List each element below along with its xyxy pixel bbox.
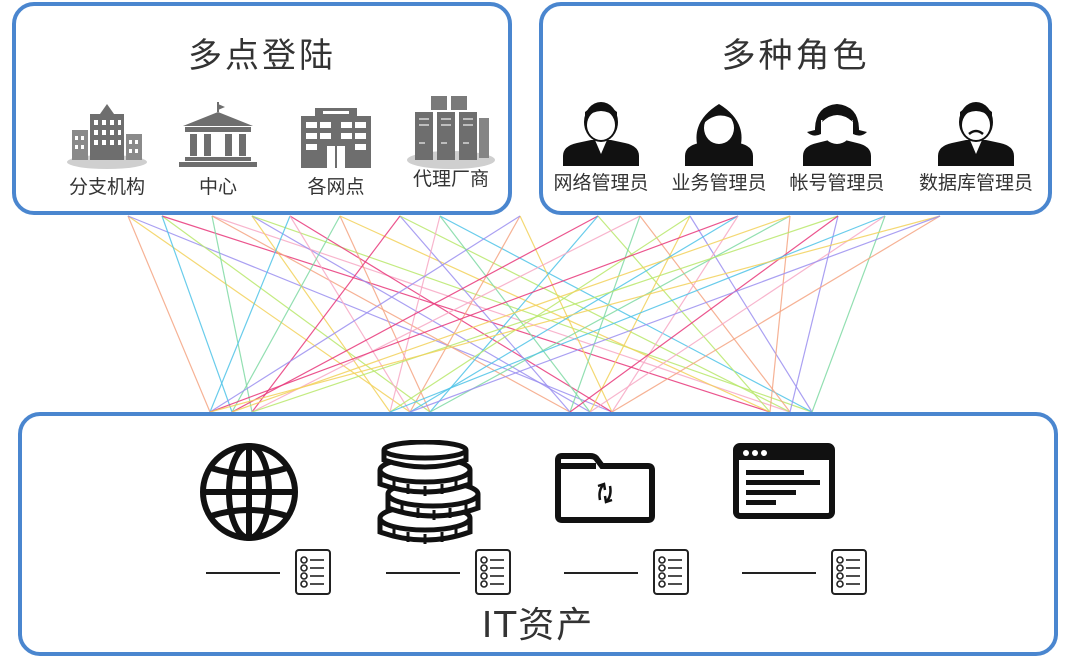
asset-underline	[564, 572, 638, 574]
office-buildings-icon	[67, 104, 147, 169]
terminal-window-icon	[733, 443, 835, 519]
connection-line	[161, 215, 771, 413]
login-item-center: 中心	[153, 100, 283, 199]
database-stack-icon	[377, 440, 481, 544]
connection-line	[409, 215, 941, 413]
connection-line	[389, 215, 691, 413]
connection-line	[339, 215, 431, 413]
connection-line	[231, 215, 791, 413]
connection-line	[161, 215, 233, 413]
login-item-label: 各网点	[307, 176, 365, 198]
asset-application	[730, 440, 890, 595]
connection-line	[211, 215, 571, 413]
connection-line	[409, 215, 739, 413]
shared-folder-icon	[555, 453, 655, 523]
connection-line	[209, 215, 291, 413]
connection-line	[127, 215, 613, 413]
asset-underline	[742, 572, 816, 574]
connection-line	[611, 215, 941, 413]
connection-line	[569, 215, 641, 413]
connection-line	[399, 215, 571, 413]
multi-login-title: 多点登陆	[188, 36, 336, 76]
role-item-network-admin: 网络管理员	[536, 100, 666, 195]
connection-line	[439, 215, 591, 413]
multi-roles-panel: 多种角色 网络管理员 业务管理员 帐号管理员	[539, 2, 1052, 215]
connection-line	[399, 215, 791, 413]
connection-line	[409, 215, 521, 413]
connection-line	[439, 215, 813, 413]
connection-line	[429, 215, 599, 413]
connection-line	[639, 215, 791, 413]
connection-line	[569, 215, 839, 413]
role-item-label: 业务管理员	[671, 172, 767, 194]
checklist-icon	[475, 549, 511, 595]
connection-line	[289, 215, 613, 413]
connection-line	[211, 215, 253, 413]
connection-line	[251, 215, 641, 413]
connection-line	[689, 215, 813, 413]
connection-line	[251, 215, 813, 413]
connection-line	[127, 215, 211, 413]
login-item-label: 分支机构	[68, 176, 145, 198]
multi-roles-title: 多种角色	[721, 36, 870, 76]
server-rack-icon	[407, 96, 495, 169]
connection-line	[251, 215, 591, 413]
login-item-vendors: 代理厂商	[386, 92, 516, 191]
connection-line	[231, 215, 599, 413]
it-assets-panel: IT资产	[18, 412, 1058, 656]
connection-line	[389, 215, 886, 413]
checklist-icon	[831, 549, 867, 595]
connection-line	[597, 215, 771, 413]
connection-line	[589, 215, 886, 413]
asset-underline	[206, 572, 280, 574]
connection-line	[429, 215, 791, 413]
login-item-label: 代理厂商	[412, 168, 489, 190]
female-user-icon	[803, 104, 871, 166]
login-item-label: 中心	[198, 176, 237, 198]
asset-underline	[386, 572, 460, 574]
government-building-icon	[179, 102, 257, 167]
role-item-account-admin: 帐号管理员	[772, 100, 902, 195]
connection-line	[127, 215, 411, 413]
connection-line	[211, 215, 791, 413]
male-user-icon	[563, 102, 639, 166]
asset-network	[194, 440, 354, 595]
connection-line	[251, 215, 391, 413]
connection-line	[231, 215, 341, 413]
connection-line	[611, 215, 739, 413]
connection-line	[251, 215, 401, 413]
connection-line	[289, 215, 411, 413]
globe-icon	[200, 443, 298, 541]
connection-line	[389, 215, 441, 413]
checklist-icon	[295, 549, 331, 595]
connection-line	[789, 215, 839, 413]
it-assets-title: IT资产	[481, 605, 595, 646]
connection-line	[339, 215, 771, 413]
connection-line	[811, 215, 886, 413]
multi-login-panel: 多点登陆 分支机构	[12, 2, 512, 215]
connection-line	[251, 215, 839, 413]
role-item-label: 网络管理员	[553, 172, 649, 194]
office-block-icon	[301, 108, 371, 168]
asset-file-share	[552, 440, 712, 595]
connection-line	[209, 215, 521, 413]
connection-line	[161, 215, 431, 413]
connection-line	[209, 215, 941, 413]
role-item-db-admin: 数据库管理员	[911, 100, 1041, 195]
login-item-outlets: 各网点	[271, 100, 401, 199]
role-item-label: 帐号管理员	[789, 172, 885, 194]
connection-line	[769, 215, 791, 413]
login-item-branch: 分支机构	[42, 100, 172, 199]
connection-line	[209, 215, 739, 413]
connection-line	[589, 215, 691, 413]
sad-user-icon	[938, 102, 1014, 166]
role-item-business-admin: 业务管理员	[654, 100, 784, 195]
checklist-icon	[653, 549, 689, 595]
connection-line	[519, 215, 613, 413]
role-item-label: 数据库管理员	[918, 172, 1033, 194]
female-user-icon	[685, 104, 753, 166]
asset-database	[374, 440, 534, 595]
